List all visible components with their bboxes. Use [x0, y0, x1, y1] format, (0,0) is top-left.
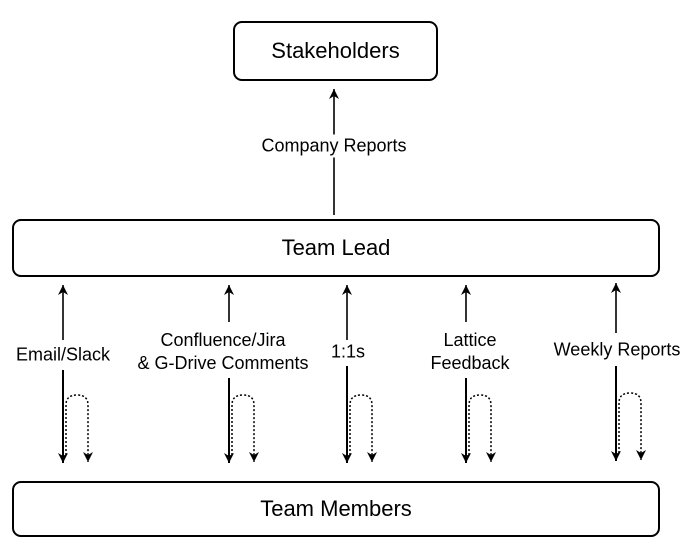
one-on-ones-connector — [342, 285, 377, 463]
lattice-feedback-connector — [461, 285, 496, 463]
channel-label-one-on-ones: 1:1s — [330, 340, 366, 364]
channel-label-lattice-feedback: Lattice Feedback — [430, 329, 510, 375]
team-members-label: Team Members — [260, 496, 412, 521]
channel-label-line1: Email/Slack — [15, 344, 111, 365]
channel-label-line1: Lattice — [443, 330, 497, 350]
channel-label-line1: Confluence/Jira — [160, 330, 286, 350]
channel-label-line1: Weekly Reports — [553, 339, 681, 360]
email-slack-connector — [58, 285, 93, 463]
team-lead-label: Team Lead — [281, 235, 391, 260]
confluence-jira-connector — [224, 285, 259, 463]
channel-label-weekly-reports: Weekly Reports — [553, 338, 681, 362]
weekly-reports-connector — [611, 283, 646, 461]
stakeholders-node: Stakeholders — [233, 21, 438, 81]
stakeholders-label: Stakeholders — [271, 38, 400, 63]
channel-label-email-slack: Email/Slack — [15, 343, 111, 367]
channel-label-confluence-jira: Confluence/Jira & G-Drive Comments — [137, 329, 309, 375]
company-reports-label: Company Reports — [261, 134, 407, 158]
team-lead-node: Team Lead — [12, 219, 660, 277]
channel-label-line1: 1:1s — [330, 341, 366, 362]
team-members-node: Team Members — [12, 481, 660, 537]
channel-label-line2: & G-Drive Comments — [137, 353, 309, 373]
channel-label-line2: Feedback — [430, 353, 510, 373]
